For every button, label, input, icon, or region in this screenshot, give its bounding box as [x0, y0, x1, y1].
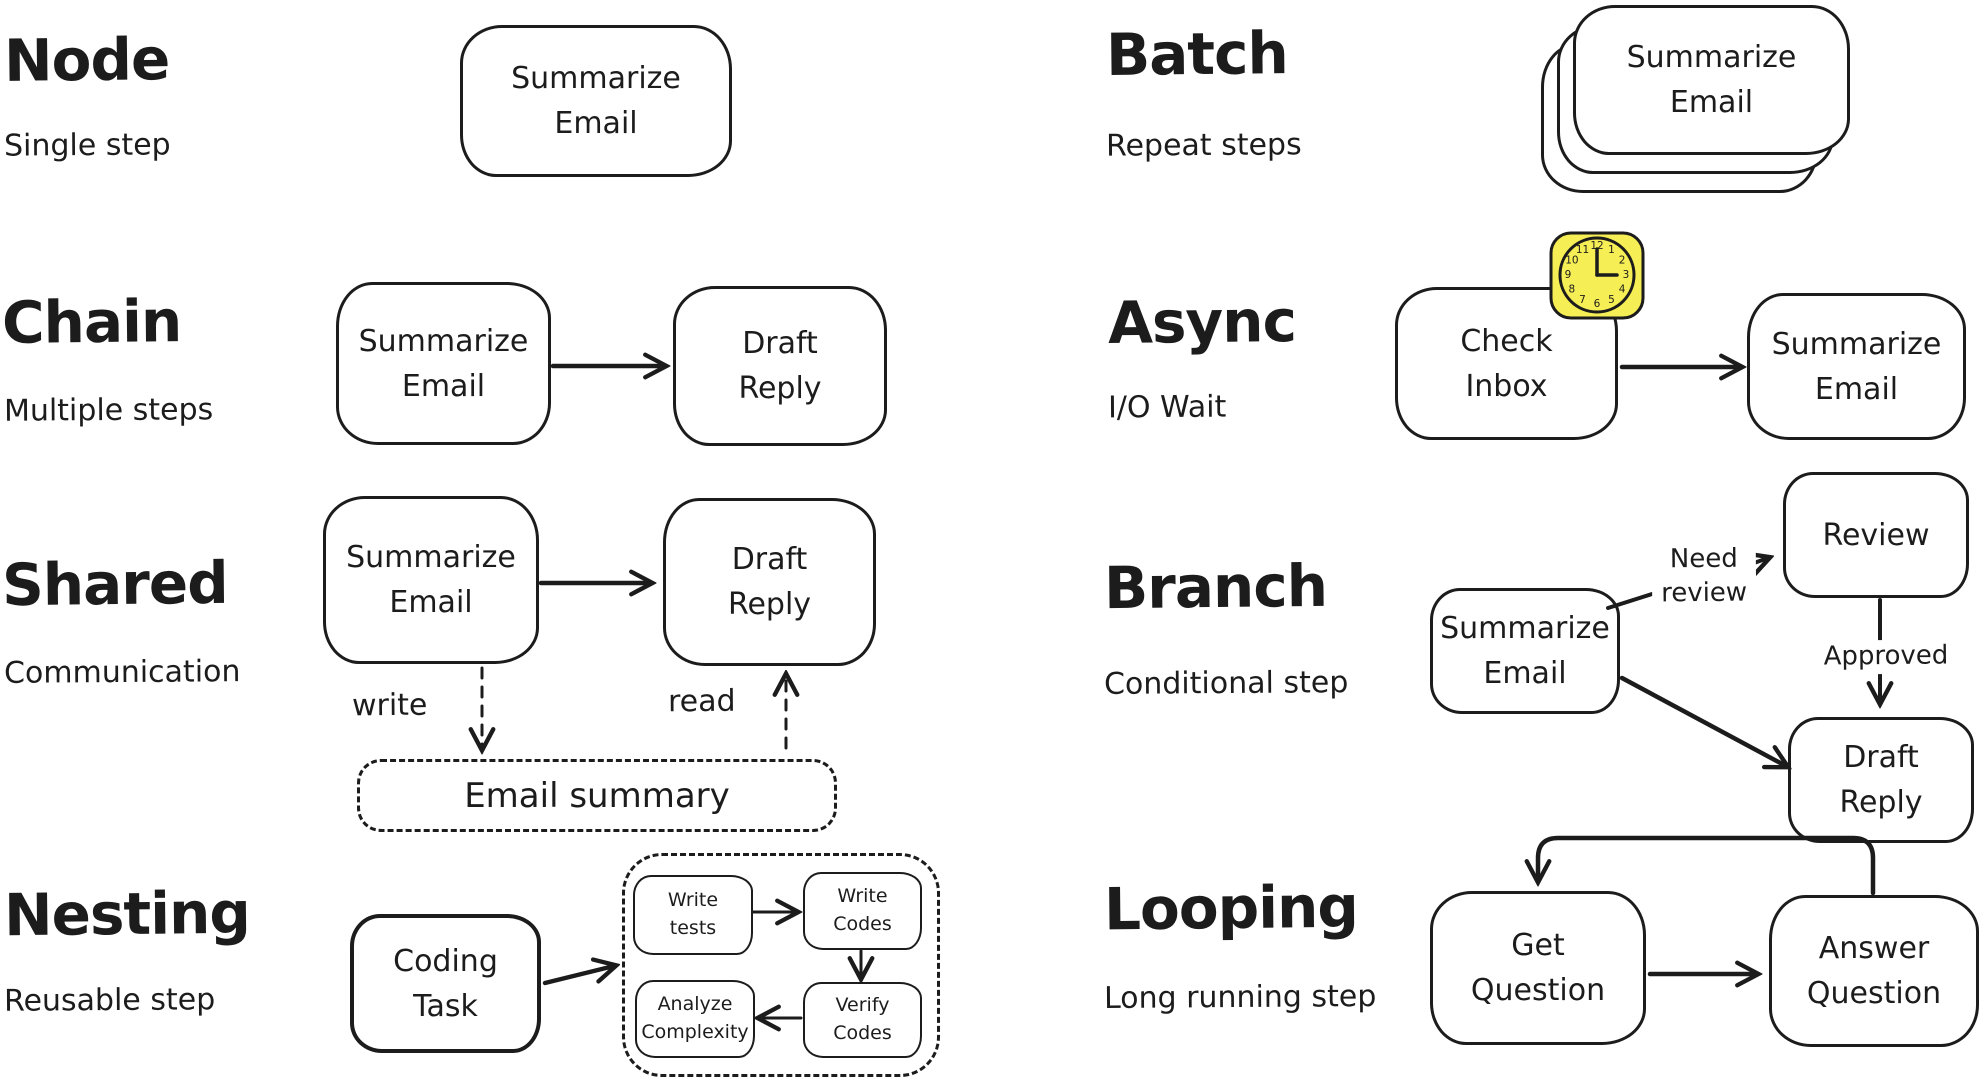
- shared-box-summarize-email: Summarize Email: [323, 496, 539, 664]
- shared-subtitle: Communication: [3, 654, 241, 691]
- looping-subtitle: Long running step: [1103, 979, 1377, 1016]
- looping-box-get-question: Get Question: [1430, 891, 1646, 1045]
- looping-title: Looping: [1103, 872, 1359, 944]
- clock-number: 10: [1565, 255, 1578, 267]
- clock-number: 11: [1576, 244, 1589, 256]
- nesting-box-analyze-complexity: Analyze Complexity: [635, 980, 755, 1058]
- nesting-box-write-codes: Write Codes: [803, 872, 922, 950]
- clock-number: 1: [1608, 244, 1615, 256]
- nesting-box-verify-codes: Verify Codes: [803, 982, 922, 1058]
- branch-box-draft-reply: Draft Reply: [1788, 717, 1974, 843]
- async-title: Async: [1107, 287, 1297, 357]
- clock-number: 3: [1623, 269, 1630, 281]
- chain-title: Chain: [1, 287, 182, 357]
- clock-number: 4: [1619, 284, 1626, 296]
- approved-label: Approved: [1817, 639, 1955, 675]
- node-title: Node: [3, 25, 170, 95]
- clock-number: 2: [1619, 255, 1626, 267]
- batch-subtitle: Repeat steps: [1105, 127, 1302, 164]
- node-subtitle: Single step: [3, 127, 171, 164]
- node-box-summarize-email: Summarize Email: [460, 25, 732, 177]
- shared-box-draft-reply: Draft Reply: [663, 498, 876, 666]
- clock-number: 9: [1565, 269, 1572, 281]
- chain-box-draft-reply: Draft Reply: [673, 286, 887, 446]
- async-subtitle: I/O Wait: [1107, 389, 1227, 426]
- shared-title: Shared: [1, 548, 229, 620]
- nesting-container: [622, 853, 940, 1077]
- arrow-branch-diagonal: [1619, 675, 1786, 766]
- clock-number: 12: [1590, 240, 1603, 252]
- batch-card-front-summarize-email: Summarize Email: [1573, 5, 1850, 155]
- batch-title: Batch: [1105, 19, 1289, 89]
- chain-subtitle: Multiple steps: [3, 392, 214, 429]
- branch-subtitle: Conditional step: [1103, 665, 1349, 702]
- chain-box-summarize-email: Summarize Email: [336, 282, 551, 445]
- nesting-box-write-tests: Write tests: [633, 875, 753, 955]
- write-label: write: [351, 687, 428, 724]
- async-box-summarize-email: Summarize Email: [1747, 293, 1966, 440]
- branch-title: Branch: [1103, 551, 1328, 623]
- looping-box-answer-question: Answer Question: [1769, 895, 1979, 1047]
- branch-box-review: Review: [1783, 472, 1969, 598]
- shared-store-email-summary: Email summary: [357, 759, 837, 832]
- arrow-nesting-entry: [542, 966, 614, 986]
- nesting-title: Nesting: [3, 878, 251, 950]
- arrow-looping-back: [1538, 835, 1876, 896]
- nesting-box-coding-task: Coding Task: [350, 914, 541, 1053]
- branch-box-summarize-email: Summarize Email: [1430, 588, 1620, 714]
- nesting-subtitle: Reusable step: [3, 982, 216, 1019]
- async-box-check-inbox: Check Inbox: [1395, 287, 1618, 440]
- read-label: read: [667, 683, 736, 720]
- need-review-label: Need review: [1651, 542, 1757, 612]
